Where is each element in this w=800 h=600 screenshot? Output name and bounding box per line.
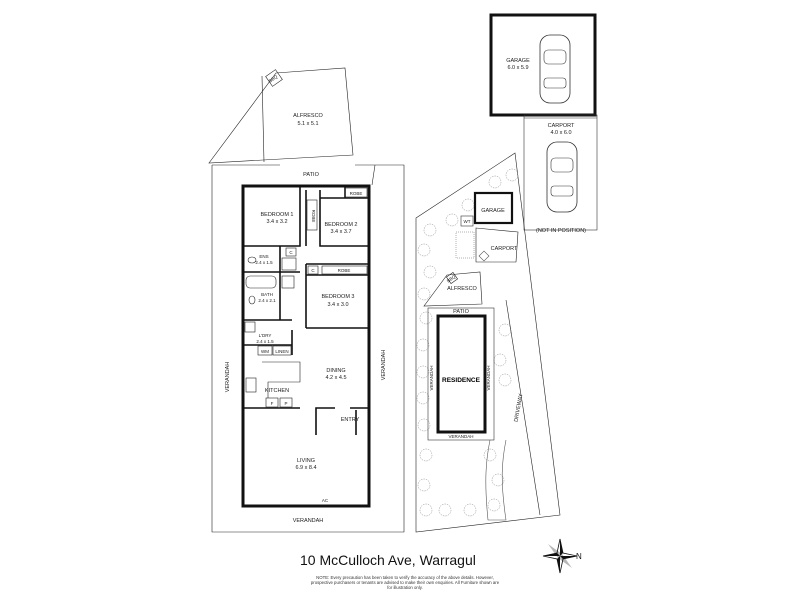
bedroom3-size: 3.4 x 3.0 (327, 302, 348, 308)
site-garage (473, 191, 514, 225)
site-verandah-bottom-label: VERANDAH (448, 434, 473, 439)
bedroom3-label: BEDROOM 3 (321, 294, 354, 300)
not-in-position-label: (NOT IN POSITION) (536, 228, 586, 234)
site-alfresco-label: ALFRESCO (447, 286, 477, 292)
site-boundary (415, 152, 561, 533)
wm-label: WM (261, 349, 269, 354)
bathtub (245, 275, 277, 289)
verandah-bottom-label: VERANDAH (293, 518, 324, 524)
wall-bedroom2 (319, 190, 369, 247)
site-verandah (427, 307, 495, 441)
site-carport-label: CARPORT (491, 246, 518, 252)
carport-size: 4.0 x 6.0 (550, 130, 571, 136)
entry-label: ENTRY (341, 417, 360, 423)
pantry-label: P (284, 401, 287, 406)
address-title: 10 McCulloch Ave, Warragul (300, 552, 476, 568)
cupboard-c2 (307, 265, 319, 275)
fridge-box (265, 397, 279, 408)
robe-bed1-label: ROBE (311, 210, 316, 223)
alfresco-size: 5.1 x 5.1 (297, 121, 318, 127)
garage-size: 6.0 x 5.9 (507, 65, 528, 71)
dining-size: 4.2 x 4.5 (325, 375, 346, 381)
north-label: N (576, 552, 582, 561)
site-driveway-curve (485, 439, 507, 521)
car-icon-carport (546, 141, 578, 213)
bedroom1-label: BEDROOM 1 (260, 212, 293, 218)
kitchen-cooktop (245, 377, 257, 393)
alfresco-roof-outline (208, 67, 354, 164)
bath-label: BATH (261, 292, 273, 297)
verandah-outline (211, 164, 405, 533)
site-driveway-edge (505, 299, 541, 516)
ldry-size: 2.4 x 1.5 (256, 339, 274, 344)
site-verandah-left-label: VERANDAH (429, 365, 434, 390)
site-wt-label: WT (464, 219, 471, 224)
alfresco-label: ALFRESCO (293, 113, 323, 119)
ldry-label: L'DRY (259, 333, 272, 338)
verandah-left-label: VERANDAH (225, 362, 231, 393)
carport-label: CARPORT (548, 123, 575, 129)
site-verandah-right-label: VERANDAH (486, 365, 491, 390)
site-residence-label: RESIDENCE (442, 377, 481, 384)
ens-label: ENS (259, 254, 268, 259)
verandah-step (371, 164, 376, 186)
site-carport (475, 227, 519, 263)
cupboard-c1-label: C (289, 250, 293, 255)
bedroom1-size: 3.4 x 3.2 (266, 219, 287, 225)
garage-label: GARAGE (506, 58, 530, 64)
bedroom2-label: BEDROOM 2 (324, 222, 357, 228)
robe-bed2-label: ROBE (350, 191, 363, 196)
ac-label: AC (322, 498, 329, 503)
bath-toilet (248, 295, 256, 305)
robe-bed2 (344, 187, 368, 198)
cupboard-c2-label: C (311, 268, 315, 273)
site-bbq-label: BBQ (446, 274, 457, 284)
ens-shower (281, 257, 297, 271)
bbq-box (265, 69, 283, 87)
cupboard-c1 (285, 247, 297, 257)
laundry-tub (244, 321, 256, 333)
bbq-label: BBQ (268, 74, 279, 84)
pantry-box (279, 397, 293, 408)
bath-vanity (281, 275, 295, 289)
ens-size: 2.4 x 1.5 (255, 260, 273, 265)
alfresco-divider (261, 75, 265, 163)
site-alfresco (423, 271, 483, 307)
wm-box (257, 345, 273, 356)
verandah-right-label: VERANDAH (381, 350, 387, 381)
fridge-label: F (271, 401, 274, 406)
carport-outline (523, 114, 598, 231)
site-wt-box (460, 215, 474, 227)
site-pavers (455, 231, 475, 259)
compass-icon (542, 538, 578, 574)
site-patio-label: PATIO (453, 309, 469, 315)
linen-box (272, 345, 292, 356)
site-garage-label: GARAGE (481, 208, 505, 214)
wall-bedroom1 (243, 186, 301, 247)
kitchen-label: KITCHEN (265, 388, 289, 394)
site-driveway-label: DRIVEWAY (514, 393, 525, 423)
disclaimer-note: NOTE: Every precaution has been taken to… (310, 575, 500, 591)
site-carport-marker (478, 250, 490, 262)
site-residence (436, 314, 487, 434)
bedroom2-size: 3.4 x 3.7 (330, 229, 351, 235)
living-label: LIVING (297, 458, 315, 464)
robe-bed3-label: ROBE (338, 268, 351, 273)
robe-bed1 (306, 199, 318, 231)
robe-bed3 (321, 265, 368, 275)
dining-label: DINING (326, 368, 345, 374)
car-icon-garage (539, 34, 571, 104)
living-size: 6.9 x 8.4 (295, 465, 316, 471)
site-bbq-box (446, 272, 458, 284)
house-outer-walls (241, 184, 371, 508)
patio-label: PATIO (303, 172, 319, 178)
linen-label: LINEN (275, 349, 288, 354)
kitchen-bench (262, 361, 301, 398)
wall-entry-left (315, 407, 335, 435)
ens-toilet (247, 256, 257, 264)
bath-size: 2.4 x 2.1 (258, 298, 276, 303)
